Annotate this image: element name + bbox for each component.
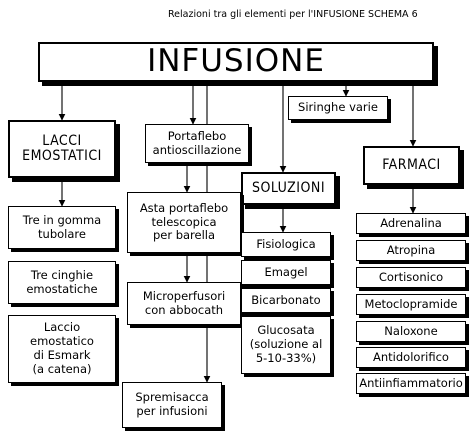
main-title-box: INFUSIONE — [38, 42, 434, 82]
soluzioni-item: Fisiologica — [241, 232, 331, 257]
soluzioni-item: Emagel — [241, 260, 331, 285]
main-title: INFUSIONE — [147, 43, 325, 80]
farmaci-item: Cortisonico — [356, 267, 466, 288]
category-portaflebo-label: Portaflebo antioscillazione — [152, 128, 242, 157]
soluzioni-item: Bicarbonato — [241, 288, 331, 313]
category-lacci-label: LACCI EMOSTATICI — [22, 133, 102, 164]
category-farmaci: FARMACI — [363, 146, 460, 185]
lacci-item: Tre in gomma tubolare — [8, 206, 116, 249]
page-header: Relazioni tra gli elementi per l'INFUSIO… — [168, 9, 418, 20]
category-portaflebo: Portaflebo antioscillazione — [145, 124, 249, 163]
category-siringhe-label: Siringhe varie — [298, 100, 378, 115]
category-farmaci-label: FARMACI — [382, 157, 441, 174]
farmaci-item: Metoclopramide — [356, 294, 466, 315]
portaflebo-item: Spremisacca per infusioni — [122, 382, 222, 428]
farmaci-item: Antidolorifico — [356, 347, 466, 368]
portaflebo-item: Asta portaflebo telescopica per barella — [127, 192, 241, 253]
lacci-item: Laccio emostatico di Esmark (a catena) — [8, 315, 116, 383]
category-soluzioni-label: SOLUZIONI — [251, 180, 326, 197]
farmaci-item: Naloxone — [356, 321, 466, 342]
farmaci-item: Adrenalina — [356, 213, 466, 234]
farmaci-item: Antiinfiammatorio — [356, 373, 466, 394]
soluzioni-item: Glucosata (soluzione al 5-10-33%) — [241, 316, 331, 374]
farmaci-item: Atropina — [356, 240, 466, 261]
portaflebo-item: Microperfusori con abbocath — [127, 282, 241, 325]
category-siringhe: Siringhe varie — [288, 96, 388, 120]
category-soluzioni: SOLUZIONI — [241, 172, 336, 205]
category-lacci: LACCI EMOSTATICI — [8, 120, 116, 178]
lacci-item: Tre cinghie emostatiche — [8, 261, 116, 304]
